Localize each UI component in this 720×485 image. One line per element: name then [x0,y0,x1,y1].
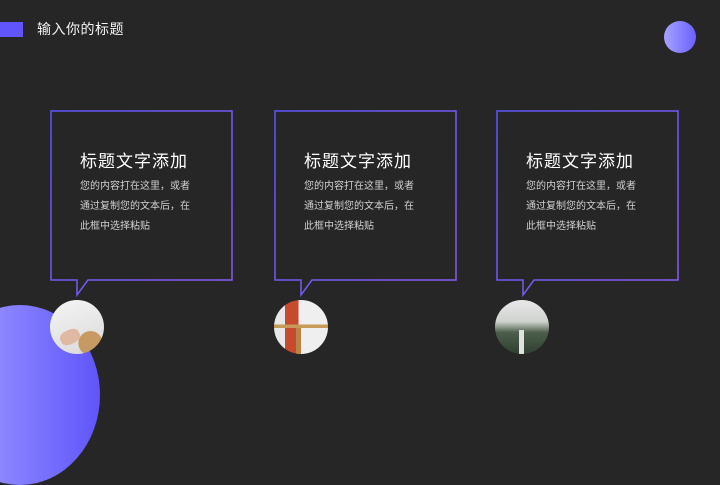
decorative-circle-top-right [664,21,696,53]
speech-bubble-frame [496,110,679,298]
speech-bubble-frame [50,110,233,298]
card-body-line: 此框中选择粘贴 [526,221,596,232]
page-title: 输入你的标题 [37,22,124,38]
card-title: 标题文字添加 [80,152,188,172]
card-body: 您的内容打在这里，或者 通过复制您的文本后，在 此框中选择粘贴 [80,177,210,237]
content-card-3[interactable]: 标题文字添加 您的内容打在这里，或者 通过复制您的文本后，在 此框中选择粘贴 [496,110,679,298]
card-body-line: 您的内容打在这里，或者 [526,181,636,192]
card-body-line: 您的内容打在这里，或者 [304,181,414,192]
card-body-line: 此框中选择粘贴 [304,221,374,232]
title-accent-bar [0,22,23,37]
content-card-1[interactable]: 标题文字添加 您的内容打在这里，或者 通过复制您的文本后，在 此框中选择粘贴 [50,110,233,298]
office-desk-photo[interactable] [50,300,104,354]
card-body-line: 通过复制您的文本后，在 [80,201,190,212]
card-body-line: 此框中选择粘贴 [80,221,150,232]
card-body-line: 通过复制您的文本后，在 [526,201,636,212]
card-body-line: 您的内容打在这里，或者 [80,181,190,192]
card-body: 您的内容打在这里，或者 通过复制您的文本后，在 此框中选择粘贴 [526,177,656,237]
card-body-line: 通过复制您的文本后，在 [304,201,414,212]
card-title: 标题文字添加 [304,152,412,172]
misty-forest-waterfall-photo[interactable] [495,300,549,354]
card-body: 您的内容打在这里，或者 通过复制您的文本后，在 此框中选择粘贴 [304,177,434,237]
speech-bubble-frame [274,110,457,298]
interior-table-photo[interactable] [274,300,328,354]
card-title: 标题文字添加 [526,152,634,172]
content-card-2[interactable]: 标题文字添加 您的内容打在这里，或者 通过复制您的文本后，在 此框中选择粘贴 [274,110,457,298]
